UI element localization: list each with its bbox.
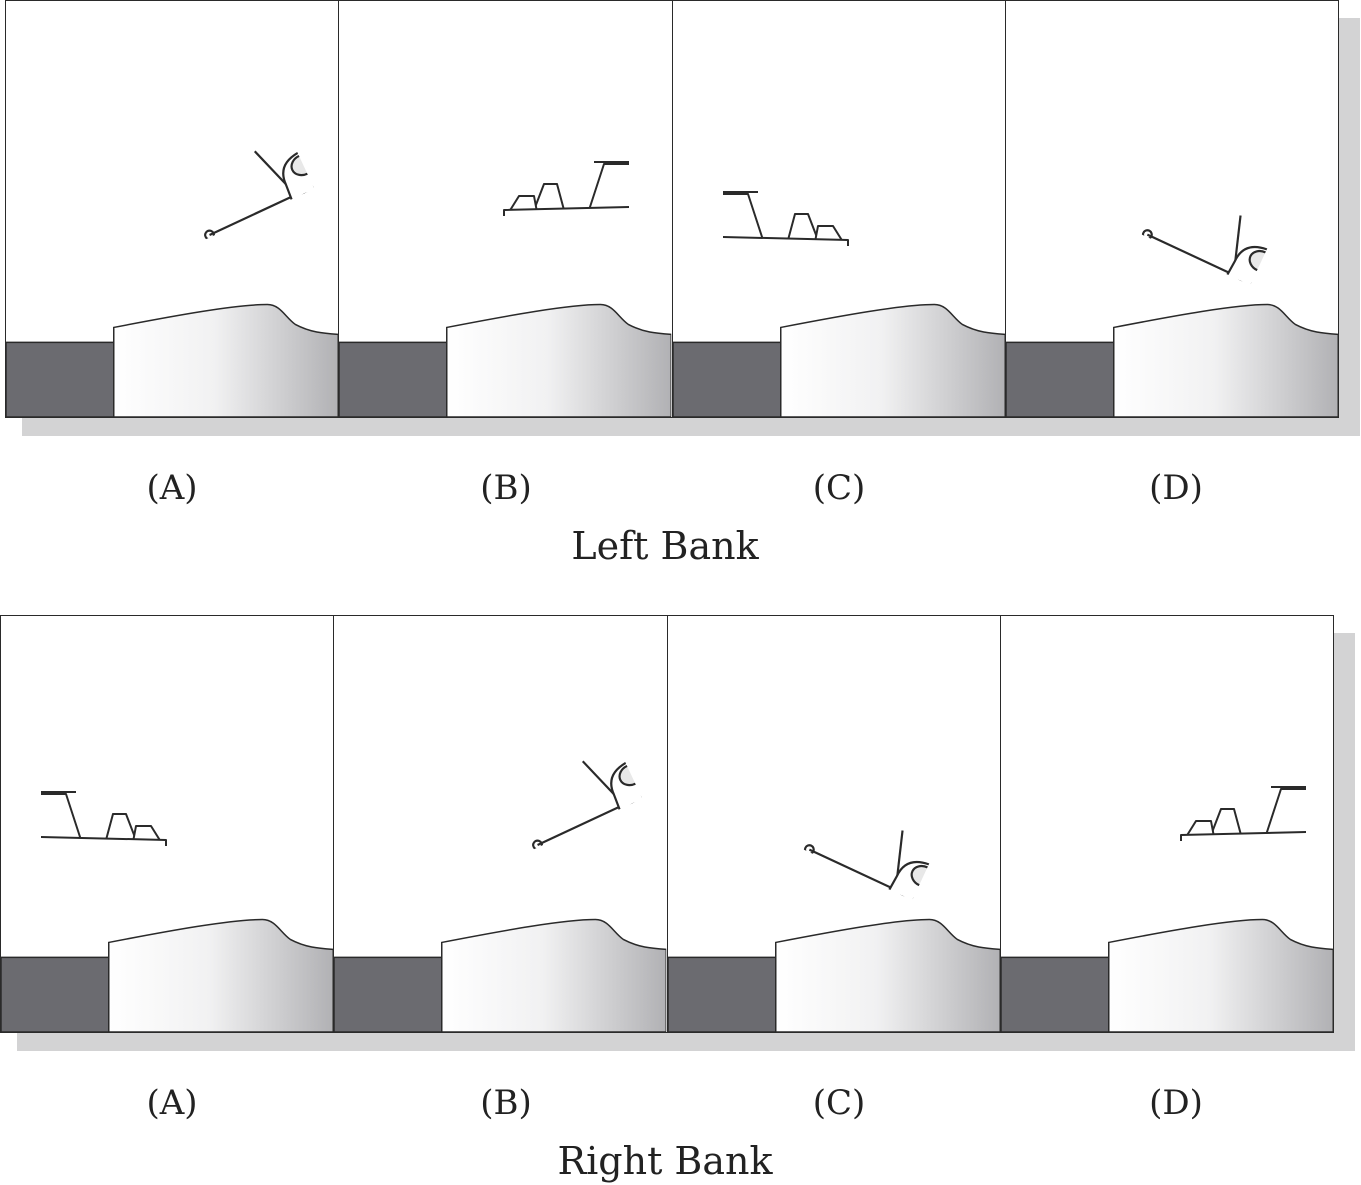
panel-label-a: (A): [146, 1083, 198, 1123]
right-bank-group: (A) (B) (C) (D) Right Bank: [0, 615, 1361, 1185]
panel-label-c: (C): [812, 1083, 866, 1123]
panel-c: [672, 1, 1006, 417]
jet-side-view: [723, 126, 983, 246]
panel-d: [1000, 616, 1333, 1032]
panel-a: [1, 616, 335, 1032]
panel-label-b: (B): [480, 468, 532, 508]
left-bank-group: (A) (B) (C) (D) Left Bank: [0, 0, 1361, 580]
panel-a: [6, 1, 340, 417]
panel-c: [667, 616, 1001, 1032]
panel-label-c: (C): [812, 468, 866, 508]
group-caption: Right Bank: [557, 1139, 773, 1183]
jet-side-view: [369, 96, 629, 216]
group-caption: Left Bank: [571, 524, 759, 568]
panel-strip: [0, 615, 1334, 1033]
panel-b: [339, 1, 673, 417]
panel-d: [1005, 1, 1338, 417]
jet-side-view: [41, 726, 301, 846]
panel-label-d: (D): [1149, 468, 1203, 508]
panel-label-d: (D): [1149, 1083, 1203, 1123]
panel-label-b: (B): [480, 1083, 532, 1123]
jet-side-view: [1046, 721, 1306, 841]
panel-label-a: (A): [146, 468, 198, 508]
panel-strip: [5, 0, 1339, 418]
panel-b: [334, 616, 668, 1032]
